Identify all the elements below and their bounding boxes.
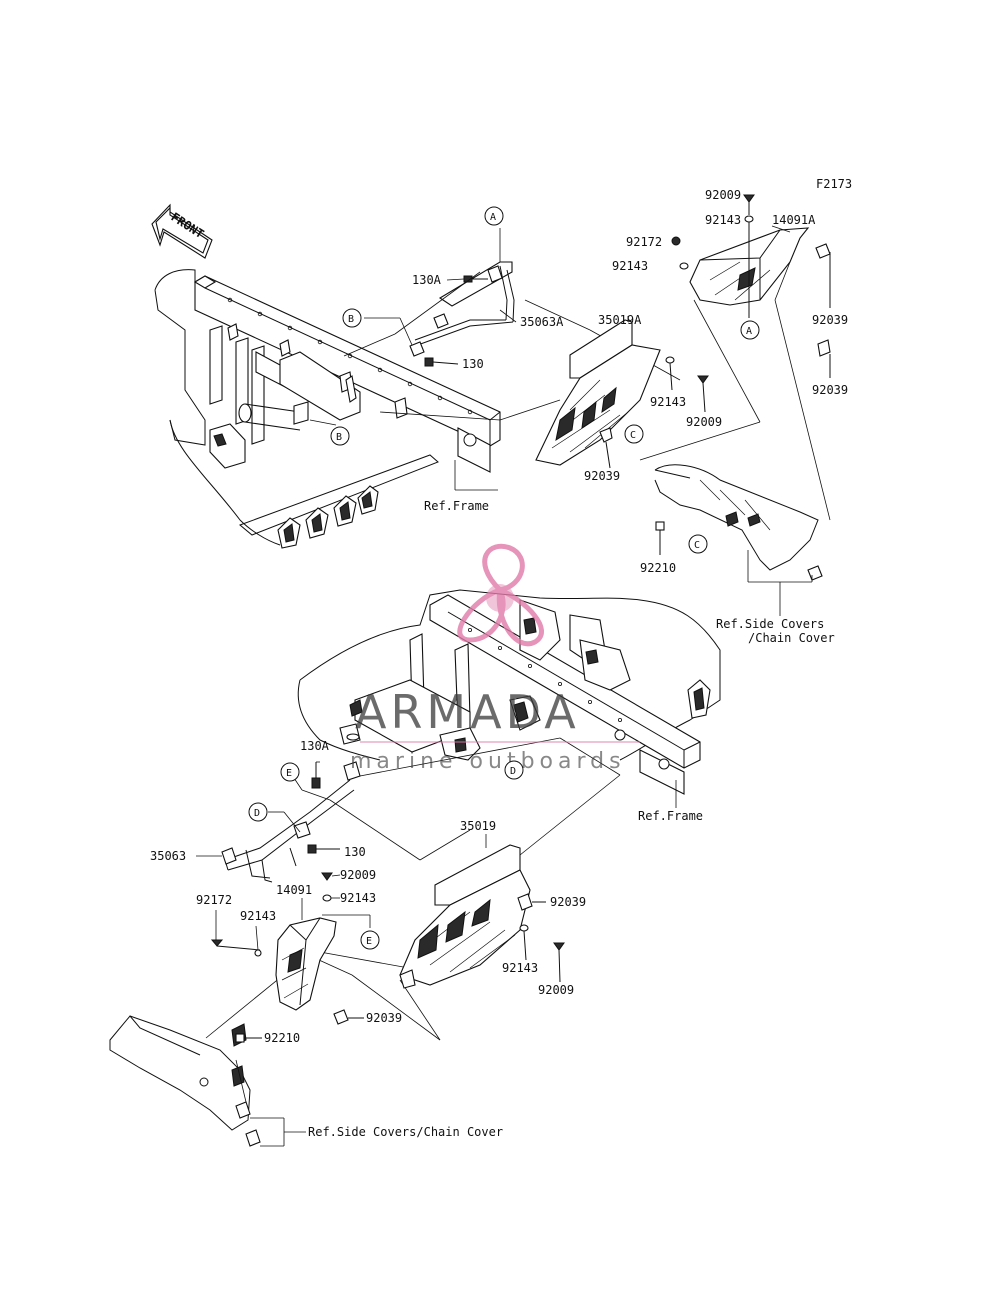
- label-92172-top: 92172: [626, 235, 662, 249]
- label-92172-bottom: 92172: [196, 893, 232, 907]
- clip-side-top: [807, 565, 823, 581]
- bracket-35063: [221, 761, 361, 883]
- clip-92039-bottom-right: [517, 893, 546, 911]
- label-130A-bottom: 130A: [300, 739, 330, 753]
- callout-d-left: D: [248, 802, 268, 822]
- callout-b-top: B: [342, 308, 362, 328]
- svg-text:D: D: [510, 766, 516, 777]
- washer-92143-top-left: [679, 262, 689, 270]
- callout-d-frame: D: [504, 760, 524, 780]
- screw-92172-bottom: [210, 939, 261, 951]
- label-92210-top: 92210: [640, 561, 676, 575]
- callout-c-top: C: [624, 424, 644, 444]
- label-92143-bottom-right: 92143: [502, 961, 538, 975]
- bolt-130-top: [424, 357, 459, 367]
- nut-92210-bottom: [235, 1033, 262, 1043]
- callout-a-top: A: [484, 206, 504, 226]
- label-92143-top: 92143: [705, 213, 741, 227]
- clip-92039-bottom: [333, 1009, 364, 1025]
- label-92009-bottom: 92009: [340, 868, 376, 882]
- label-35063A: 35063A: [520, 315, 564, 329]
- washer-92143-top: [744, 215, 754, 318]
- svg-text:E: E: [366, 936, 372, 947]
- label-ref-frame-bottom: Ref.Frame: [638, 809, 703, 823]
- side-cover-top: [654, 464, 819, 571]
- label-ref-side-covers-line2: /Chain Cover: [748, 631, 835, 645]
- label-92009-bottom-right: 92009: [538, 983, 574, 997]
- screw-92009-mid: [697, 375, 709, 413]
- svg-text:C: C: [630, 430, 636, 441]
- watermark-brand: ARMADA: [355, 685, 580, 739]
- label-92143-mid: 92143: [650, 395, 686, 409]
- label-35019: 35019: [460, 819, 496, 833]
- svg-text:D: D: [254, 808, 260, 819]
- cover-35019: [399, 844, 531, 989]
- washer-92143-bottom: [322, 894, 332, 902]
- bracket-35063A: [409, 261, 515, 357]
- clip-92039-right-1: [815, 243, 831, 308]
- label-92039-right-2: 92039: [812, 383, 848, 397]
- svg-text:A: A: [490, 212, 496, 223]
- label-92143-top-left: 92143: [612, 259, 648, 273]
- side-cover-bottom: [109, 1015, 251, 1131]
- label-130A-top: 130A: [412, 273, 442, 287]
- callout-e-top: E: [280, 762, 300, 782]
- washer-92143-mid: [665, 356, 675, 391]
- label-92039-bottom: 92039: [366, 1011, 402, 1025]
- guide-lines-top-right: [639, 261, 831, 521]
- label-92039-right-1: 92039: [812, 313, 848, 327]
- watermark-tagline: marine outboards: [350, 749, 626, 774]
- clip-92039-right-2: [817, 339, 831, 378]
- watermark-logo: [457, 543, 544, 647]
- label-92009-top: 92009: [705, 188, 741, 202]
- svg-text:C: C: [694, 540, 700, 551]
- frame-assembly-bottom: [297, 589, 721, 795]
- label-14091A: 14091A: [772, 213, 816, 227]
- label-92143-bottom: 92143: [340, 891, 376, 905]
- washer-92143-bottom-right: [519, 924, 529, 961]
- label-130-bottom: 130: [344, 845, 366, 859]
- label-92143-bottom-left: 92143: [240, 909, 276, 923]
- bolt-130-bottom: [307, 844, 340, 854]
- ref-side-covers-bracket-top: [747, 550, 813, 616]
- callout-e-bottom: E: [360, 930, 380, 950]
- label-92210-bottom: 92210: [264, 1031, 300, 1045]
- callout-b-frame: B: [330, 426, 350, 446]
- callout-c-right: C: [688, 534, 708, 554]
- clip-side-bottom: [245, 1129, 261, 1147]
- ref-side-covers-bracket-bottom: [235, 1059, 306, 1147]
- svg-text:E: E: [286, 768, 292, 779]
- label-ref-frame-top: Ref.Frame: [424, 499, 489, 513]
- screw-92009-bottom-right: [553, 942, 565, 983]
- svg-text:B: B: [336, 432, 342, 443]
- label-35019A: 35019A: [598, 313, 642, 327]
- cover-14091: [275, 917, 337, 1011]
- screw-92009-bottom: [321, 872, 333, 881]
- label-ref-side-covers-full: Ref.Side Covers/Chain Cover: [308, 1125, 503, 1139]
- svg-text:B: B: [348, 314, 354, 325]
- nut-92210-top: [655, 521, 665, 555]
- svg-text:A: A: [746, 326, 752, 337]
- bolt-130A-bottom: [311, 762, 321, 789]
- label-92009-mid: 92009: [686, 415, 722, 429]
- screw-92009-top: [743, 194, 755, 215]
- frame-assembly-top: [154, 269, 501, 549]
- grommet-92172-top: [671, 236, 681, 246]
- label-92039-bottom-right: 92039: [550, 895, 586, 909]
- label-ref-side-covers-line1: Ref.Side Covers: [716, 617, 824, 631]
- label-14091: 14091: [276, 883, 312, 897]
- callout-a-right: A: [740, 320, 760, 340]
- label-130-top: 130: [462, 357, 484, 371]
- leader-lines: [196, 194, 791, 951]
- label-92039-top-center: 92039: [584, 469, 620, 483]
- front-arrow-icon: FRONT: [151, 203, 213, 259]
- figure-code: F2173: [816, 177, 852, 191]
- cover-35019A: [535, 319, 661, 466]
- clip-92039-top-center: [599, 427, 613, 469]
- label-35063: 35063: [150, 849, 186, 863]
- washer-92143-bottom-left: [254, 949, 262, 957]
